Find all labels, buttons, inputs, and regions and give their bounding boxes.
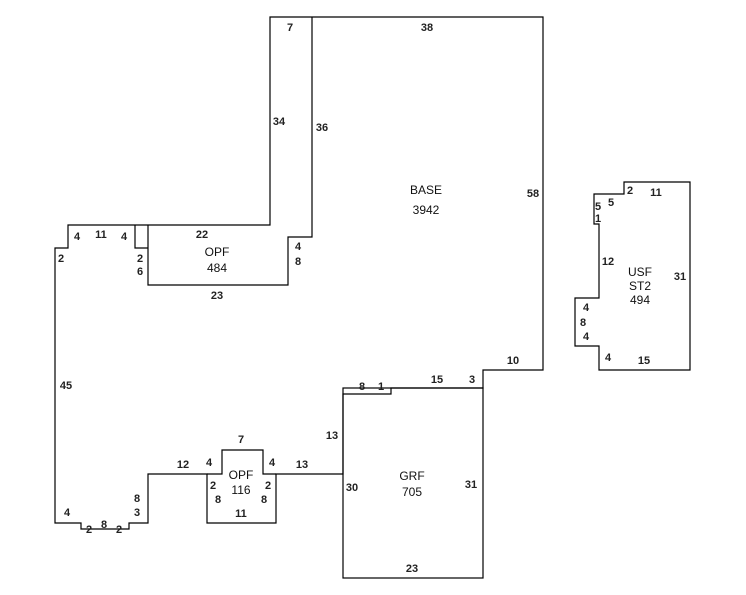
dim-label: 10 [507,355,519,367]
dim-label: 1 [595,213,601,225]
dim-label: 4 [583,302,590,314]
strip-line [147,17,313,286]
base-label: BASE [410,183,442,197]
dim-label: 34 [273,116,286,128]
base-area: 3942 [413,203,440,217]
dim-label: 2 [116,524,122,536]
dim-label: 13 [296,459,308,471]
dim-label: 2 [265,480,271,492]
dim-label: 2 [210,480,216,492]
usf-outline [574,181,691,371]
dim-label: 4 [74,231,81,243]
opf-bottom-outline [207,449,276,475]
dim-label: 36 [316,122,328,134]
dim-label: 8 [134,493,140,505]
dim-label: 58 [527,188,539,200]
dim-label: 15 [431,374,443,386]
dim-label: 5 [595,201,601,213]
opf-bottom-area: 116 [231,483,250,497]
dim-label: 7 [287,22,293,34]
dim-label: 2 [137,253,143,265]
dim-label: 4 [583,331,590,343]
usf-sublabel: ST2 [629,279,651,293]
dim-label: 11 [650,187,662,199]
opf-bottom-label: OPF [229,468,254,482]
dim-label: 13 [326,430,338,442]
dim-label: 31 [465,479,477,491]
dim-label: 7 [238,434,244,446]
dim-label: 22 [196,229,208,241]
left-notch [134,225,148,249]
dim-label: 6 [137,266,143,278]
dim-label: 3 [469,374,475,386]
dim-label: 4 [121,231,128,243]
dim-label: 8 [359,381,365,393]
grf-outline [342,387,484,579]
dim-label: 38 [421,22,433,34]
dim-label: 2 [58,253,64,265]
dim-label: 45 [60,380,72,392]
dim-label: 15 [638,355,650,367]
grf-label: GRF [399,469,424,483]
dim-label: 30 [346,482,358,494]
dim-label: 2 [86,524,92,536]
dim-label: 4 [206,457,213,469]
dim-label: 11 [95,229,107,241]
opf-top-label: OPF [205,245,230,259]
dim-label: 8 [261,494,267,506]
dim-label: 12 [602,256,614,268]
dim-label: 4 [64,507,71,519]
dim-label: 8 [101,519,107,531]
dim-label: 12 [177,459,189,471]
dim-label: 4 [269,457,276,469]
base-outline [54,16,544,530]
dim-label: 11 [235,508,247,520]
dim-label: 3 [134,507,140,519]
usf-label: USF [628,265,652,279]
dim-label: 23 [406,563,418,575]
dim-label: 8 [295,256,301,268]
dim-label: 8 [215,494,221,506]
dim-label: 8 [580,317,586,329]
dim-label: 1 [378,381,384,393]
dim-label: 5 [608,197,614,209]
dim-label: 4 [605,352,612,364]
dim-label: 31 [674,271,686,283]
dim-label: 4 [295,241,302,253]
usf-area: 494 [630,293,650,307]
opf-top-area: 484 [207,261,227,275]
dim-label: 23 [211,290,223,302]
dim-label: 2 [627,185,633,197]
grf-area: 705 [402,485,422,499]
